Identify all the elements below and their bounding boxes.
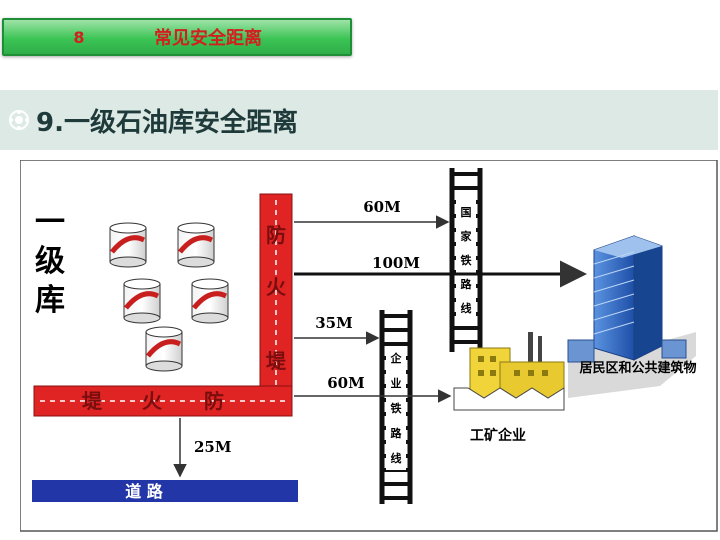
svg-text:道 路: 道 路 bbox=[125, 482, 164, 501]
svg-text:25M: 25M bbox=[194, 438, 231, 456]
svg-text:级: 级 bbox=[35, 244, 65, 279]
svg-text:企: 企 bbox=[390, 351, 403, 365]
slide-title-bar: 9.一级石油库安全距离 bbox=[0, 90, 718, 150]
oil-tanks bbox=[109, 222, 229, 372]
svg-text:业: 业 bbox=[391, 376, 402, 390]
svg-text:家: 家 bbox=[461, 229, 473, 243]
firewall-horizontal: 堤 火 防 bbox=[33, 385, 293, 417]
oil-tank-icon bbox=[123, 278, 161, 324]
svg-text:防: 防 bbox=[204, 389, 224, 413]
svg-text:火: 火 bbox=[142, 389, 163, 413]
distance-industrial: 60M bbox=[294, 374, 452, 403]
svg-text:路: 路 bbox=[461, 277, 473, 291]
svg-text:100M: 100M bbox=[372, 254, 420, 272]
distance-residential: 100M bbox=[294, 254, 587, 288]
oil-tank-icon bbox=[145, 326, 183, 372]
distance-enterprise-railway: 35M bbox=[294, 314, 380, 345]
safety-distance-diagram: 一 级 库 bbox=[20, 160, 718, 532]
depot-label: 一 级 库 bbox=[35, 205, 65, 318]
svg-text:国: 国 bbox=[461, 206, 472, 219]
oil-tank-icon bbox=[109, 222, 147, 268]
industrial-label: 工矿企业 bbox=[470, 427, 526, 444]
svg-text:堤: 堤 bbox=[266, 349, 287, 373]
svg-text:堤: 堤 bbox=[82, 389, 103, 413]
section-badge: 8 常见安全距离 bbox=[2, 18, 352, 56]
svg-text:路: 路 bbox=[391, 426, 403, 440]
oil-tank-icon bbox=[191, 278, 229, 324]
slide-title: 9.一级石油库安全距离 bbox=[36, 107, 298, 138]
national-railway: 国 家 铁 路 线 bbox=[449, 168, 483, 352]
svg-text:铁: 铁 bbox=[391, 401, 402, 415]
residential-label: 居民区和公共建筑物 bbox=[579, 360, 696, 376]
svg-text:线: 线 bbox=[391, 451, 402, 465]
road: 道 路 bbox=[32, 480, 298, 502]
firewall-vertical: 防 火 堤 bbox=[259, 193, 293, 417]
residential-building-icon bbox=[567, 235, 696, 398]
oil-tank-icon bbox=[177, 222, 215, 268]
diagram-canvas: 一 级 库 bbox=[20, 160, 718, 532]
svg-text:60M: 60M bbox=[327, 374, 364, 392]
svg-text:35M: 35M bbox=[315, 314, 352, 332]
enterprise-railway: 企 业 铁 路 线 bbox=[379, 310, 413, 504]
svg-text:铁: 铁 bbox=[461, 253, 472, 267]
svg-text:一: 一 bbox=[35, 205, 65, 240]
svg-text:线: 线 bbox=[461, 301, 472, 315]
distance-national-railway: 60M bbox=[294, 198, 450, 229]
svg-text:防: 防 bbox=[266, 223, 286, 247]
flower-bullet-icon bbox=[9, 110, 29, 130]
factory-icon bbox=[453, 332, 565, 411]
section-number: 8 bbox=[73, 27, 85, 47]
svg-text:库: 库 bbox=[35, 283, 65, 318]
road-distance: 25M bbox=[173, 418, 231, 478]
svg-text:60M: 60M bbox=[363, 198, 400, 216]
svg-text:火: 火 bbox=[266, 275, 287, 299]
section-title: 常见安全距离 bbox=[154, 28, 262, 49]
